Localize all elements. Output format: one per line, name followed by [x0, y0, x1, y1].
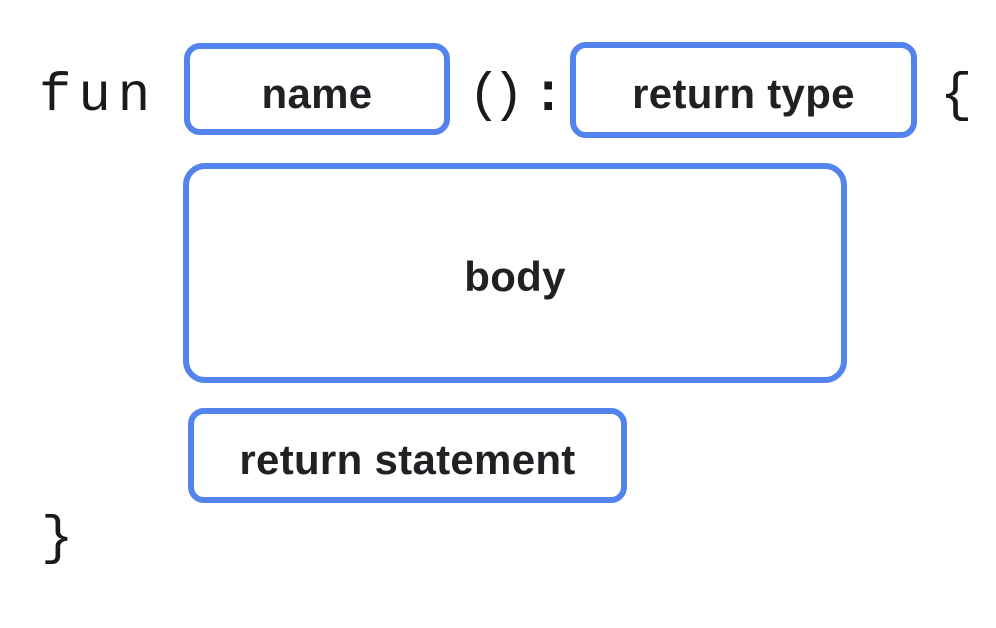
return-statement-placeholder-box: return statement	[188, 408, 627, 503]
name-placeholder-box: name	[184, 43, 450, 135]
name-placeholder-label: name	[261, 70, 373, 117]
return-statement-placeholder-label: return statement	[239, 435, 576, 483]
return-type-placeholder-label: return type	[632, 70, 855, 117]
return-type-placeholder-box: return type	[570, 42, 917, 138]
body-placeholder-label: body	[464, 253, 566, 300]
fun-keyword-token: fun	[39, 66, 158, 127]
open-brace-token: {	[940, 66, 973, 127]
close-brace-token: }	[41, 509, 74, 570]
close-paren-token: )	[492, 66, 525, 127]
body-placeholder-box: body	[183, 163, 847, 383]
colon-token: :	[532, 66, 565, 127]
open-paren-token: (	[468, 66, 501, 127]
